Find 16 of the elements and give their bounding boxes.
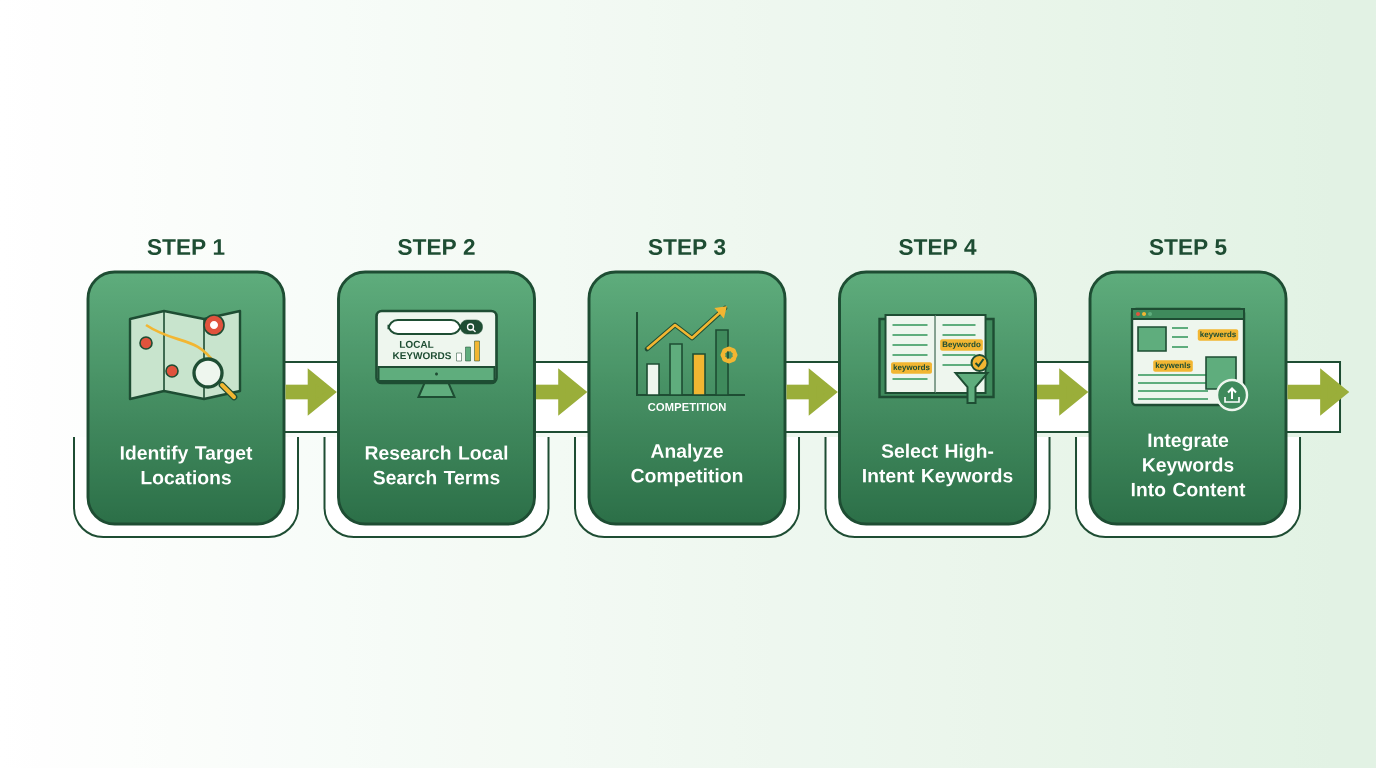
- icon-label: COMPETITION: [648, 403, 726, 411]
- step-text: Research Local Search Terms: [365, 445, 508, 485]
- icon-label: LOCAL KEYWORDS: [393, 340, 451, 360]
- step-heading: STEP 1: [147, 239, 225, 256]
- step-text: Integrate Keywords Into Content: [1131, 433, 1246, 497]
- step-heading: STEP 2: [398, 239, 475, 256]
- step-text: Select High-Intent Keywords: [863, 443, 1013, 487]
- keyword-tag: keywerds: [1197, 329, 1239, 341]
- keyword-tag: Beywordo: [940, 339, 983, 351]
- step-text: Identify Target Locations: [120, 445, 253, 485]
- keyword-tag: keywords: [891, 362, 932, 374]
- step-text: Analyze Competition: [631, 443, 743, 487]
- keyword-tag: keywenls: [1153, 360, 1193, 372]
- step-heading: STEP 4: [899, 239, 977, 256]
- step-heading: STEP 5: [1149, 239, 1227, 256]
- step-heading: STEP 3: [648, 238, 726, 256]
